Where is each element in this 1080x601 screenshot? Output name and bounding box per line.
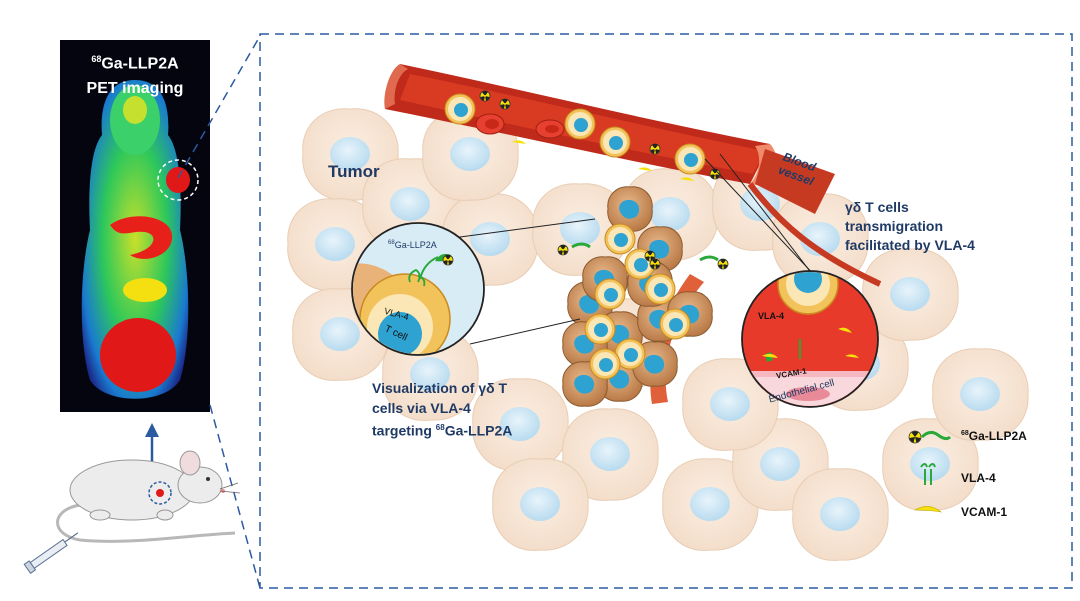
mouse-illustration — [23, 423, 241, 575]
legend-item-vcam1: VCAM-1 — [961, 505, 1008, 519]
integrin-receptor-icon — [920, 463, 936, 485]
pet-title: 68Ga-LLP2A — [91, 54, 179, 73]
zoom-left-probe-label: 68Ga-LLP2A — [388, 240, 437, 250]
zoom-right-vla4-label: VLA-4 — [758, 311, 785, 321]
legend-item-probe: 68Ga-LLP2A — [961, 429, 1027, 443]
tcell-tumor-cluster — [557, 186, 729, 407]
pet-subtitle: PET imaging — [86, 80, 184, 97]
transmigration-caption: γδ T cells transmigration facilitated by… — [845, 199, 975, 253]
yellow-crescent-icon — [913, 506, 943, 513]
pet-image-panel: 68Ga-LLP2A PET imaging — [60, 40, 210, 412]
legend-item-vla4: VLA-4 — [961, 471, 996, 485]
radioactive-probe-icon — [908, 430, 952, 444]
tumor-microenvironment-scene — [287, 64, 1029, 561]
legend: 68Ga-LLP2A VLA-4 VCAM-1 — [905, 425, 1065, 525]
visualization-caption: Visualization of γδ T cells via VLA-4 ta… — [372, 380, 513, 439]
tumor-label: Tumor — [328, 162, 380, 181]
